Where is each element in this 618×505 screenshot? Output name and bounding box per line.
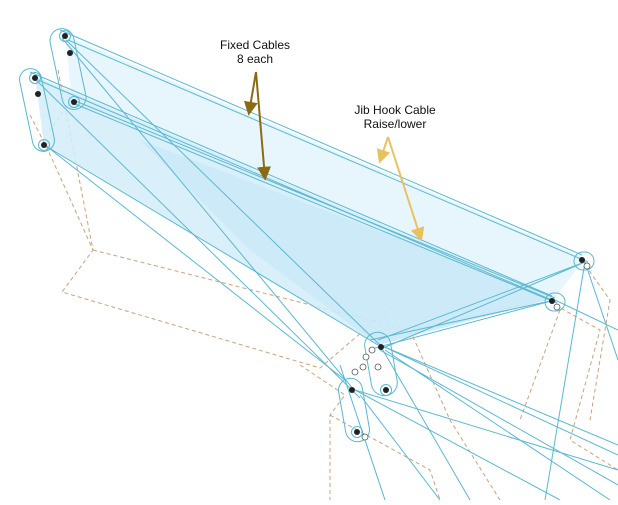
pulley-ring: [68, 96, 80, 108]
pulley-wheels: [29, 30, 591, 441]
pulley-idler: [374, 363, 382, 371]
upper-cable-panel: [65, 35, 585, 298]
pulley-ring: [59, 30, 71, 42]
pulley-wheel: [349, 387, 355, 393]
jib-hook-cable-arrows: [376, 136, 425, 242]
pulley-idler: [553, 303, 561, 311]
pulley-wheel: [71, 99, 77, 105]
pulley-wheel: [549, 298, 555, 304]
pulley-wheel: [378, 344, 384, 350]
pulley-wheel: [62, 33, 68, 39]
pulley-wheel: [67, 50, 73, 56]
fixed-cables-title: Fixed Cables: [219, 38, 291, 52]
pulley-wheel: [383, 387, 389, 393]
jib-hook-cable-action: Raise/lower: [363, 117, 427, 131]
pulley-wheel: [32, 75, 38, 81]
lower-hook-housing: [338, 377, 370, 443]
top-left-housing: [49, 28, 87, 110]
pulley-idler: [368, 346, 376, 354]
cables: [29, 29, 618, 501]
mid-right-pulley-housing: [544, 292, 566, 312]
right-pulley-housing: [573, 251, 595, 271]
pulley-idler: [362, 353, 370, 361]
center-cable-panel: [140, 140, 555, 345]
pulley-wheel: [41, 142, 47, 148]
pulley-ring: [380, 384, 392, 396]
pulley-ring: [38, 139, 50, 151]
cable-panels: [35, 35, 585, 345]
pulley-ring: [351, 426, 363, 438]
pulley-wheel: [354, 429, 360, 435]
fixed-cables-label: Fixed Cables 8 each: [200, 38, 310, 66]
pulley-ring: [29, 72, 41, 84]
pulley-idler: [359, 363, 367, 371]
pulley-wheel: [579, 257, 585, 263]
fixed-cables-arrows: [243, 71, 272, 181]
pulley-idler: [583, 262, 591, 270]
jib-hook-cable-label: Jib Hook Cable Raise/lower: [330, 103, 460, 131]
left-housing: [19, 68, 55, 152]
fixed-cables-count: 8 each: [236, 52, 274, 66]
pulley-wheel: [35, 91, 41, 97]
pulley-idler: [351, 368, 359, 376]
pulley-idler: [361, 433, 369, 441]
jib-hook-cable-title: Jib Hook Cable: [354, 103, 436, 117]
